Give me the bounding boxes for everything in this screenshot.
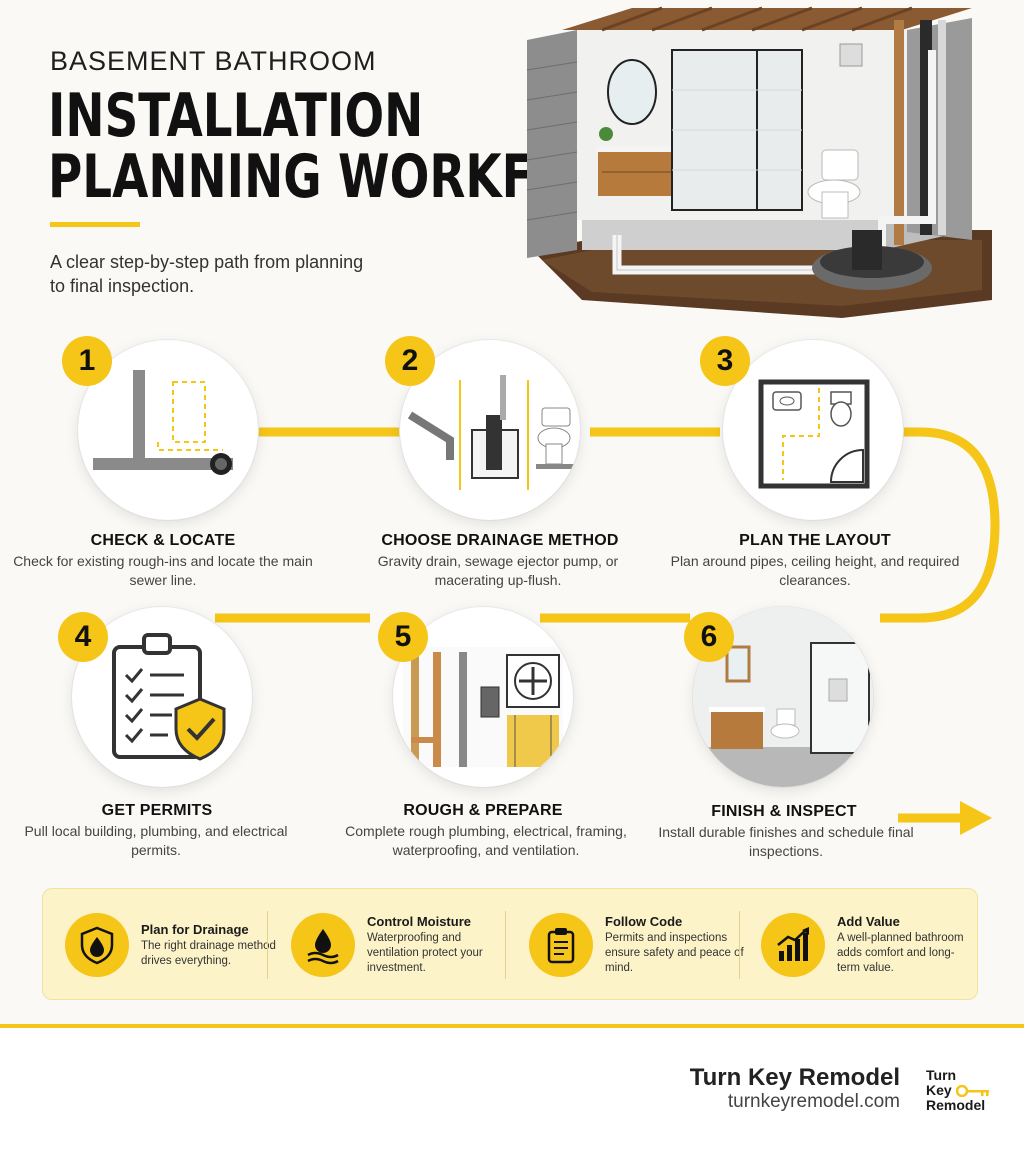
- step-badge-4: 4: [58, 612, 108, 662]
- brand-logo: Turn Key Remodel: [926, 1068, 1006, 1118]
- footer: [0, 1028, 1024, 1154]
- brand-url[interactable]: turnkeyremodel.com: [727, 1091, 900, 1112]
- finished-bathroom-icon: [693, 607, 873, 787]
- benefit-desc-code: Permits and inspections ensure safety an…: [605, 932, 744, 974]
- step-desc-3: Plan around pipes, ceiling height, and r…: [670, 553, 960, 588]
- brand-name: Turn Key Remodel: [689, 1064, 900, 1091]
- step-title-3: PLAN THE LAYOUT: [739, 532, 891, 549]
- logo-line: Remodel: [926, 1097, 986, 1113]
- growth-chart-icon: [761, 913, 825, 977]
- step-title-2: CHOOSE DRAINAGE METHOD: [381, 532, 619, 549]
- step-desc-2: Gravity drain, sewage ejector pump, or m…: [377, 553, 619, 588]
- benefit-title-code: Follow Code: [605, 914, 683, 929]
- benefit-value: Add Value A well-planned bathroom adds c…: [761, 889, 977, 1001]
- step-badge-1: 1: [62, 336, 112, 386]
- workflow-track: [215, 427, 1000, 835]
- step-title-6: FINISH & INSPECT: [711, 803, 857, 820]
- step-desc-5: Complete rough plumbing, electrical, fra…: [345, 823, 627, 858]
- step-title-5: ROUGH & PREPARE: [403, 802, 563, 819]
- eyebrow-title: BASEMENT BATHROOM: [50, 46, 377, 76]
- page-title-line1: INSTALLATION: [48, 81, 424, 151]
- benefit-desc-drainage: The right drainage method drives everyth…: [141, 939, 276, 967]
- moisture-drop-icon: [291, 913, 355, 977]
- benefit-code: Follow Code Permits and inspections ensu…: [529, 889, 745, 1001]
- benefits-panel: Plan for Drainage The right drainage met…: [42, 888, 978, 1000]
- benefit-title-value: Add Value: [837, 914, 900, 929]
- benefit-divider: [267, 911, 268, 979]
- step-badge-2: 2: [385, 336, 435, 386]
- key-icon: [955, 1084, 989, 1097]
- step-badge-6: 6: [684, 612, 734, 662]
- benefit-desc-moisture: Waterproofing and ventilation protect yo…: [367, 932, 483, 974]
- permit-checklist-icon: [72, 607, 252, 787]
- clipboard-icon: [529, 913, 593, 977]
- title-accent-bar: [50, 222, 140, 227]
- step-title-1: CHECK & LOCATE: [90, 532, 236, 549]
- step-desc-1: Check for existing rough-ins and locate …: [13, 553, 313, 588]
- benefit-divider: [739, 911, 740, 979]
- benefit-title-drainage: Plan for Drainage: [141, 921, 249, 937]
- benefit-title-moisture: Control Moisture: [367, 914, 471, 929]
- step-badge-5: 5: [378, 612, 428, 662]
- benefit-moisture: Control Moisture Waterproofing and venti…: [291, 889, 507, 1001]
- basement-bathroom-illustration: [522, 0, 1002, 320]
- rough-in-icon: [393, 607, 573, 787]
- step-desc-4: Pull local building, plumbing, and elect…: [24, 823, 288, 858]
- logo-line: Turn: [926, 1067, 957, 1083]
- footer-accent-rule: [0, 1024, 1024, 1028]
- benefit-drainage: Plan for Drainage The right drainage met…: [65, 889, 281, 1001]
- shield-drop-icon: [65, 913, 129, 977]
- logo-line: Key: [926, 1082, 952, 1098]
- floor-plan-icon: [723, 340, 903, 520]
- step-desc-6: Install durable finishes and schedule fi…: [658, 824, 914, 859]
- continue-arrow-icon: [960, 801, 992, 835]
- benefit-desc-value: A well-planned bathroom adds comfort and…: [837, 932, 964, 974]
- page-subtitle: A clear step-by-step path from planning …: [50, 252, 364, 296]
- step-badge-3: 3: [700, 336, 750, 386]
- benefit-divider: [505, 911, 506, 979]
- step-title-4: GET PERMITS: [101, 802, 213, 819]
